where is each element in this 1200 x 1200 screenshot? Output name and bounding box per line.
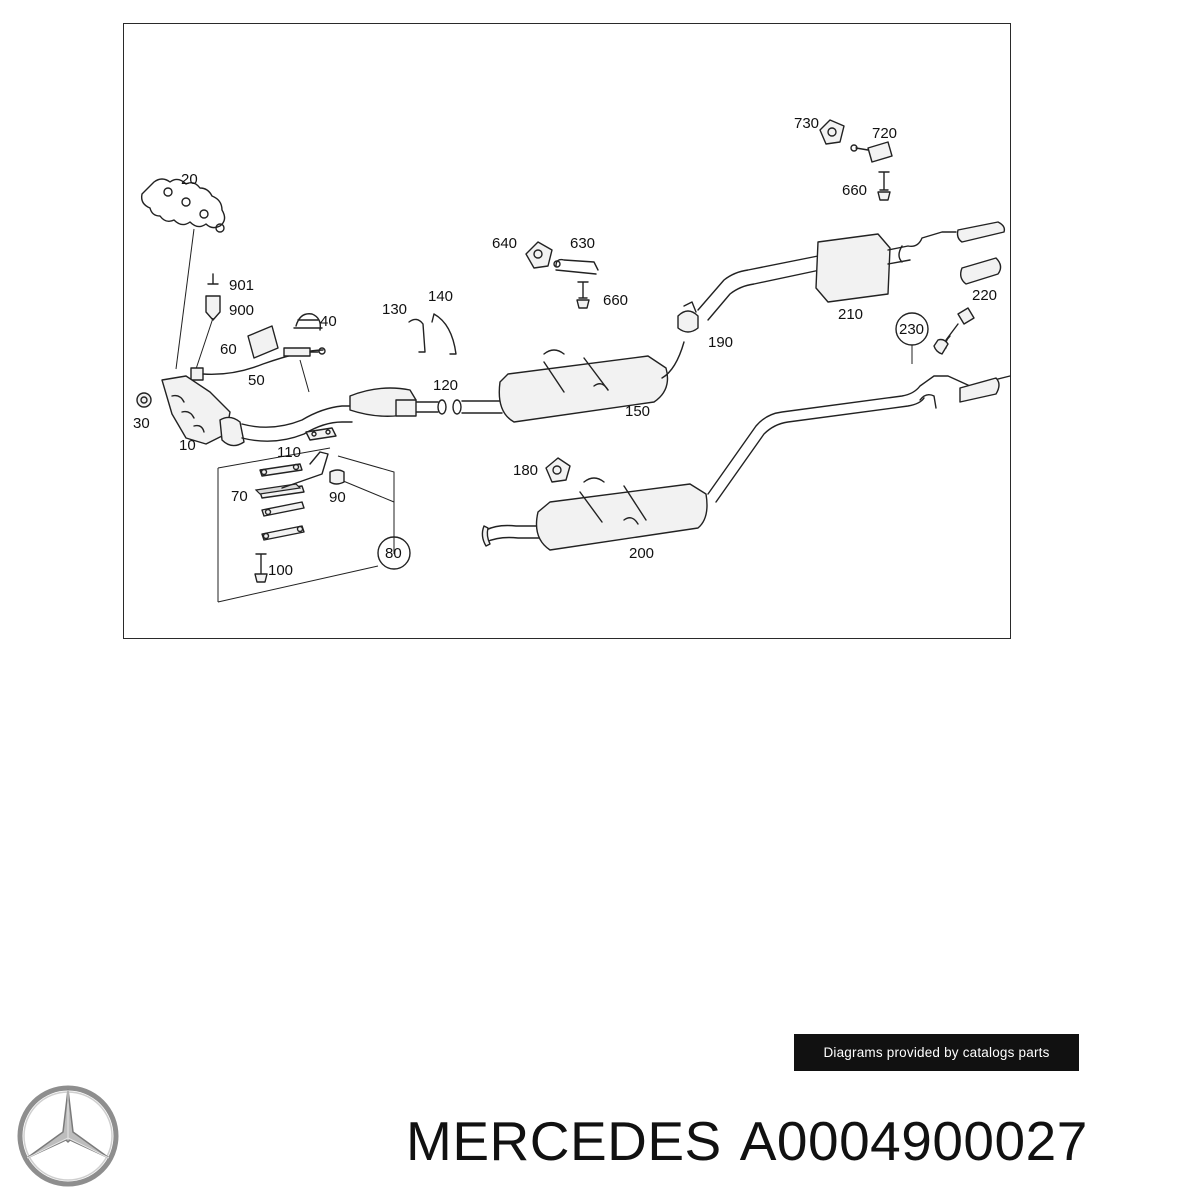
callout-220: 220 [972,287,997,304]
callout-60: 60 [220,341,237,358]
callout-140: 140 [428,288,453,305]
part-number: A0004900027 [739,1110,1088,1172]
callout-10: 10 [179,437,196,454]
part-hardware-strap-2 [261,501,305,517]
part-40-clamp [293,313,323,331]
callout-180: 180 [513,462,538,479]
callout-210: 210 [838,306,863,323]
callout-100: 100 [268,562,293,579]
callout-200: 200 [629,545,654,562]
callout-90: 90 [329,489,346,506]
part-210-rear-muffler [815,221,1006,303]
part-190-clamp [677,301,699,333]
part-140-bracket [431,313,457,355]
callout-80: 80 [385,545,402,562]
part-60-shield [247,325,279,359]
hardware-kit-group [217,447,395,603]
mid-pipe [697,255,821,321]
callout-720: 720 [872,125,897,142]
part-901-connector [207,273,219,285]
callout-50: 50 [248,372,265,389]
part-20-gasket [140,178,226,233]
part-720-rubber-mount [850,141,893,163]
part-hardware-bracket-bent [281,451,329,489]
mercedes-star-icon [17,1085,119,1187]
callout-660-top: 660 [842,182,867,199]
callout-900: 900 [229,302,254,319]
brand-title: MERCEDES A0004900027 [406,1110,1088,1172]
front-pipe-catalyst [241,387,439,442]
callout-40: 40 [320,313,337,330]
part-10-manifold [161,375,245,447]
brand-name: MERCEDES [406,1110,722,1172]
exhaust-system-diagram: 20 901 900 60 40 50 [133,115,1011,603]
part-150-center-muffler [461,341,685,423]
callout-640: 640 [492,235,517,252]
callout-901: 901 [229,277,254,294]
callout-630: 630 [570,235,595,252]
callout-80-circle [377,536,411,570]
part-730-hanger [819,119,845,145]
callout-730: 730 [794,115,819,132]
part-130-bracket [408,318,426,353]
callout-130: 130 [382,301,407,318]
part-630-bracket [553,258,599,275]
part-660a-bolt [877,171,891,201]
diagram-credit-banner: Diagrams provided by catalogs parts [794,1034,1079,1071]
callout-70: 70 [231,488,248,505]
callout-20: 20 [181,171,198,188]
callout-230: 230 [899,321,924,338]
part-120-seal-rings [437,399,462,415]
callout-110: 110 [277,444,301,461]
callout-120: 120 [433,377,458,394]
part-640-hanger [525,241,553,269]
callout-150: 150 [625,403,650,420]
part-50-oxygen-sensor [190,347,326,381]
part-30-nut [136,392,152,408]
part-110-bracket [305,427,337,441]
part-220-tailpipe-tip [959,257,1002,285]
callout-190: 190 [708,334,733,351]
part-900-housing [205,295,221,321]
part-180-hanger [545,457,571,483]
part-70-strap [254,483,305,499]
callout-660-center: 660 [603,292,628,309]
part-90-bushing [329,469,345,485]
part-660b-bolt [576,281,590,309]
part-hardware-strap-3 [261,525,305,541]
part-230-sensor [933,307,975,355]
callout-30: 30 [133,415,150,432]
part-100-bolt [254,553,268,583]
exhaust-diagram-frame: 20 901 900 60 40 50 [123,23,1011,639]
part-hardware-strap-1 [259,463,303,477]
part-200-rear-system [481,375,1011,551]
